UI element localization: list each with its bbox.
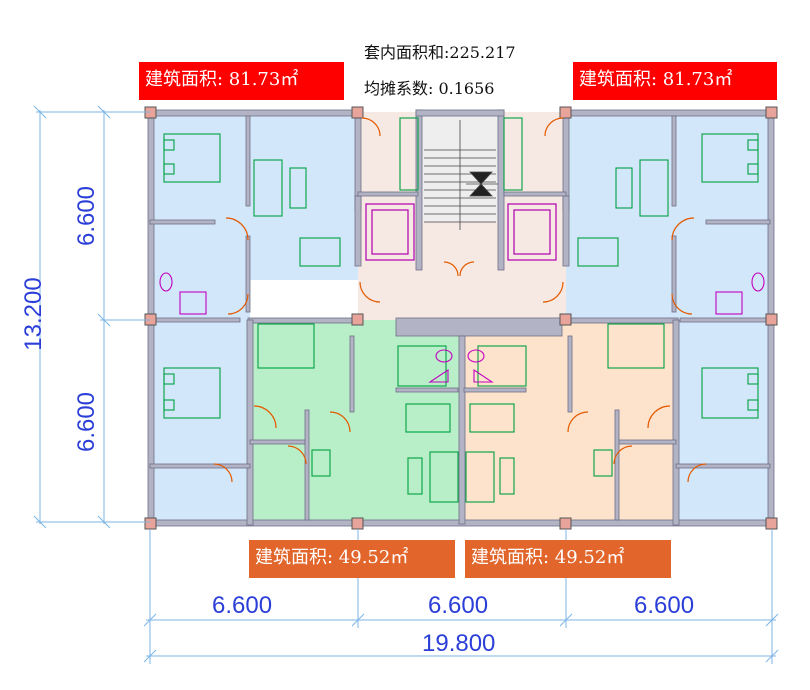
unit-top-right-area-tag: 建筑面积: 81.73㎡ <box>573 62 777 100</box>
unit-bottom-right-area-tag: 建筑面积: 49.52㎡ <box>465 540 671 578</box>
dim-bay-left: 6.600 <box>212 592 273 619</box>
unit-top-left-area-tag: 建筑面积: 81.73㎡ <box>139 62 344 100</box>
dim-bay-middle: 6.600 <box>428 592 489 619</box>
dim-depth-top: 6.600 <box>73 185 100 247</box>
unit-bottom-left-area-tag: 建筑面积: 49.52㎡ <box>249 540 455 578</box>
dim-depth-bottom: 6.600 <box>73 391 100 453</box>
walls <box>147 109 775 527</box>
doors <box>213 117 707 483</box>
unit-bottom-left-fill <box>250 320 462 522</box>
unit-top-left-fill <box>150 112 358 522</box>
dim-bay-right: 6.600 <box>634 592 695 619</box>
furniture <box>163 117 759 503</box>
dimension-lines <box>33 105 779 664</box>
dim-total-width: 19.800 <box>422 630 496 657</box>
elevators <box>365 203 557 261</box>
structural-columns <box>144 106 778 530</box>
bathroom-fixtures <box>159 272 765 383</box>
share-coefficient: 均摊系数: 0.1656 <box>364 79 495 98</box>
staircase <box>424 120 498 230</box>
dim-total-depth: 13.200 <box>20 277 47 351</box>
unit-top-right-fill <box>566 112 770 522</box>
inner-area-total: 套内面积和:225.217 <box>364 43 516 62</box>
